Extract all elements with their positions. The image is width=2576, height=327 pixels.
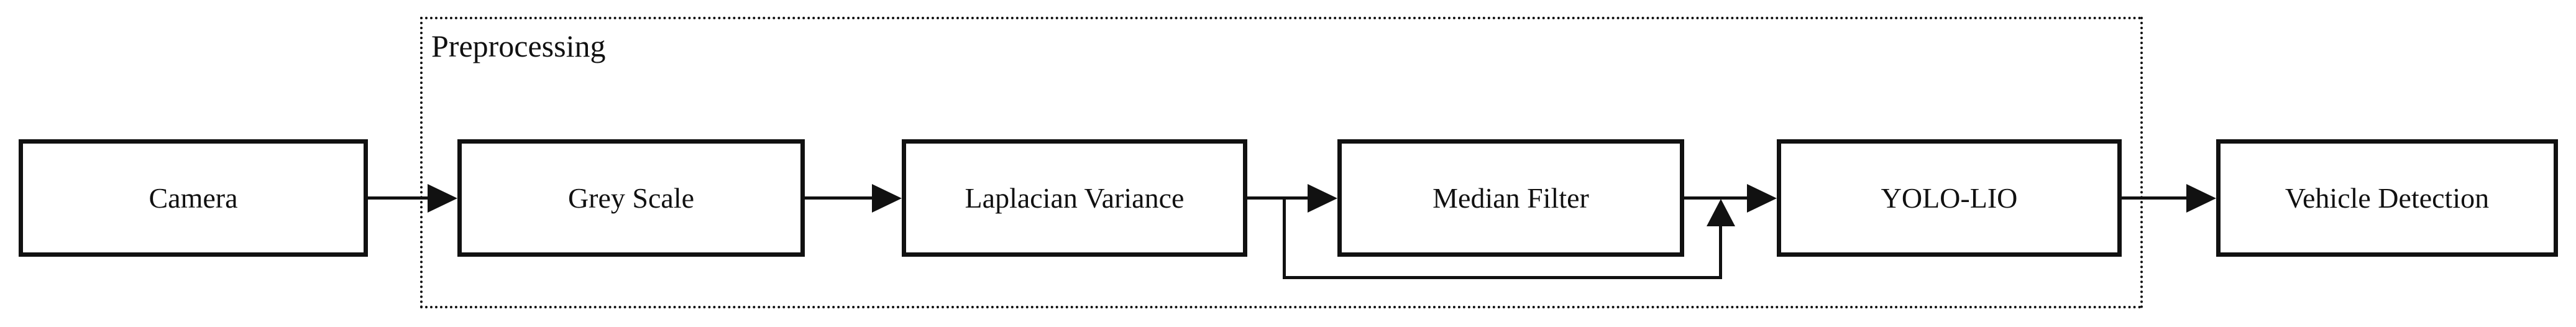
node-median-filter-label: Median Filter <box>1432 182 1589 214</box>
node-vehicle-detection: Vehicle Detection <box>2216 139 2558 257</box>
edge-greyscale-to-laplacian-line <box>805 196 874 200</box>
arrowhead-right-icon <box>428 184 457 213</box>
node-laplacian-variance-label: Laplacian Variance <box>965 182 1185 214</box>
preprocessing-group: Preprocessing <box>420 17 2143 308</box>
edge-camera-to-greyscale-line <box>368 196 430 200</box>
edge-median-to-yolo-line <box>1684 196 1749 200</box>
node-median-filter: Median Filter <box>1337 139 1684 257</box>
node-grey-scale: Grey Scale <box>457 139 805 257</box>
arrowhead-right-icon <box>1308 184 1337 213</box>
arrowhead-up-icon <box>1707 199 1735 226</box>
node-camera-label: Camera <box>149 182 238 214</box>
node-laplacian-variance: Laplacian Variance <box>902 139 1247 257</box>
node-grey-scale-label: Grey Scale <box>567 182 695 214</box>
preprocessing-group-label: Preprocessing <box>431 29 606 63</box>
node-yolo-lio: YOLO-LIO <box>1777 139 2122 257</box>
bypass-rise-line <box>1719 225 1722 279</box>
edge-yolo-to-vehicle-line <box>2122 196 2189 200</box>
bypass-bottom-line <box>1283 276 1722 279</box>
node-vehicle-detection-label: Vehicle Detection <box>2285 182 2490 214</box>
edge-laplacian-to-median-line <box>1247 196 1310 200</box>
bypass-drop-line <box>1283 198 1286 278</box>
arrowhead-right-icon <box>872 184 902 213</box>
node-camera: Camera <box>19 139 368 257</box>
node-yolo-lio-label: YOLO-LIO <box>1881 182 2018 214</box>
arrowhead-right-icon <box>2186 184 2216 213</box>
arrowhead-right-icon <box>1747 184 1777 213</box>
